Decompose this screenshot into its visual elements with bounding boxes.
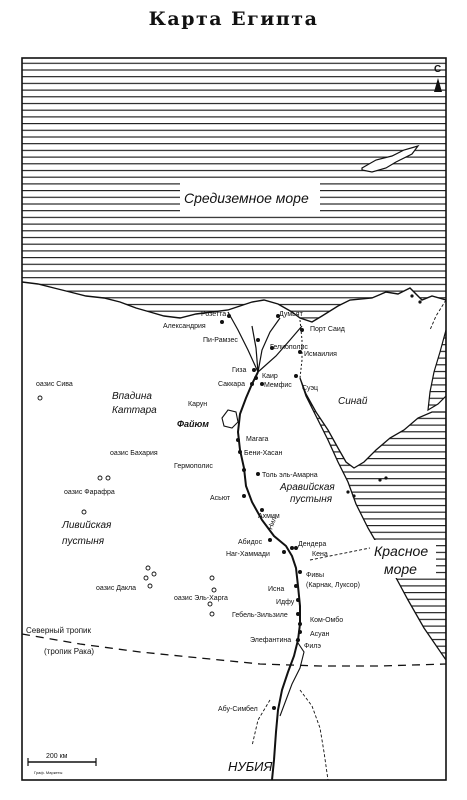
lake-nasser bbox=[280, 640, 304, 716]
tropic-label-1: Северный тропик bbox=[26, 626, 92, 635]
scale-label: 200 км bbox=[46, 753, 68, 760]
place-abydos: Абидос bbox=[238, 538, 263, 546]
sinai-border bbox=[430, 300, 446, 330]
place-asyut: Асьют bbox=[210, 495, 231, 502]
qattara-label-2: Каттара bbox=[112, 405, 157, 416]
north-label: С bbox=[434, 64, 441, 75]
place-amarna: Толь эль-Амарна bbox=[262, 472, 318, 479]
place-edfu: Идфу bbox=[276, 599, 295, 606]
oasis-markers bbox=[38, 396, 216, 616]
place-gebel-silsila: Гебель-Зильзиле bbox=[232, 611, 288, 619]
place-rosetta: Розетта bbox=[201, 311, 226, 318]
red-sea-label-2: море bbox=[384, 561, 417, 577]
red-sea-label-1: Красное bbox=[374, 543, 428, 559]
place-thebes-2: (Карнак, Луксор) bbox=[306, 582, 360, 589]
libyan-desert-label-2: пустыня bbox=[62, 536, 105, 547]
place-ismailia: Исмаилия bbox=[304, 351, 337, 358]
place-magaga: Магага bbox=[246, 436, 268, 443]
place-heliopolis: Гелиополис bbox=[270, 344, 308, 351]
place-karun: Карун bbox=[188, 401, 207, 408]
oasis-bahariya-label: оазис Бахария bbox=[110, 450, 158, 457]
oasis-siwa-label: оазис Сива bbox=[36, 381, 73, 388]
place-esna: Исна bbox=[268, 586, 284, 593]
place-aswan: Асуан bbox=[310, 631, 329, 638]
place-philae: Филэ bbox=[304, 643, 321, 650]
place-alexandria: Александрия bbox=[163, 323, 206, 330]
sinai-label: Синай bbox=[338, 396, 368, 407]
tropic-label-2: (тропик Рака) bbox=[44, 647, 94, 656]
place-abu-simbel: Абу-Симбел bbox=[218, 705, 258, 713]
oasis-dakhla-label: оазис Дакла bbox=[96, 585, 136, 592]
nile-river bbox=[238, 372, 300, 780]
place-qena: Кена bbox=[312, 551, 328, 558]
place-cairo: Каир bbox=[262, 373, 278, 380]
nile-delta bbox=[228, 312, 302, 372]
mediterranean-label: Средиземное море bbox=[184, 190, 309, 206]
qattara-label-1: Впадина bbox=[112, 391, 152, 402]
scale-credit: Граф. Маркеты bbox=[34, 770, 62, 775]
arabian-desert-label-1: Аравийская bbox=[279, 482, 335, 493]
place-elephantine: Элефантина bbox=[250, 637, 291, 644]
place-pi-ramses: Пи-Рамзес bbox=[203, 337, 238, 344]
place-port-said: Порт Саид bbox=[310, 326, 345, 333]
place-giza: Гиза bbox=[232, 367, 247, 374]
oasis-farafra-label: оазис Фарафра bbox=[64, 489, 115, 496]
place-memphis: Мемфис bbox=[264, 382, 292, 389]
place-thebes-1: Фивы bbox=[306, 572, 324, 579]
place-dendera: Дендера bbox=[298, 541, 326, 548]
nubia-label: НУБИЯ bbox=[228, 759, 272, 774]
fayum-lake bbox=[222, 410, 238, 428]
fayum-label: Файюм bbox=[177, 419, 209, 429]
oasis-kharga-label: оазис Эль-Харга bbox=[174, 595, 228, 602]
place-beni-hasan: Бени-Хасан bbox=[244, 450, 283, 457]
place-damietta: Думьят bbox=[279, 311, 304, 318]
arabian-desert-label-2: пустыня bbox=[290, 494, 333, 505]
place-suez: Суэц bbox=[302, 385, 318, 392]
libyan-desert-label-1: Ливийская bbox=[61, 520, 112, 531]
place-kom-ombo: Ком-Омбо bbox=[310, 616, 343, 624]
place-hermopolis: Гермополис bbox=[174, 463, 213, 470]
place-saqqara: Саккара bbox=[218, 381, 245, 388]
place-akhmim: Ахмим bbox=[258, 513, 280, 520]
place-nag-hammadi: Наг-Хаммади bbox=[226, 551, 270, 558]
gulf-of-aqaba bbox=[428, 330, 446, 410]
